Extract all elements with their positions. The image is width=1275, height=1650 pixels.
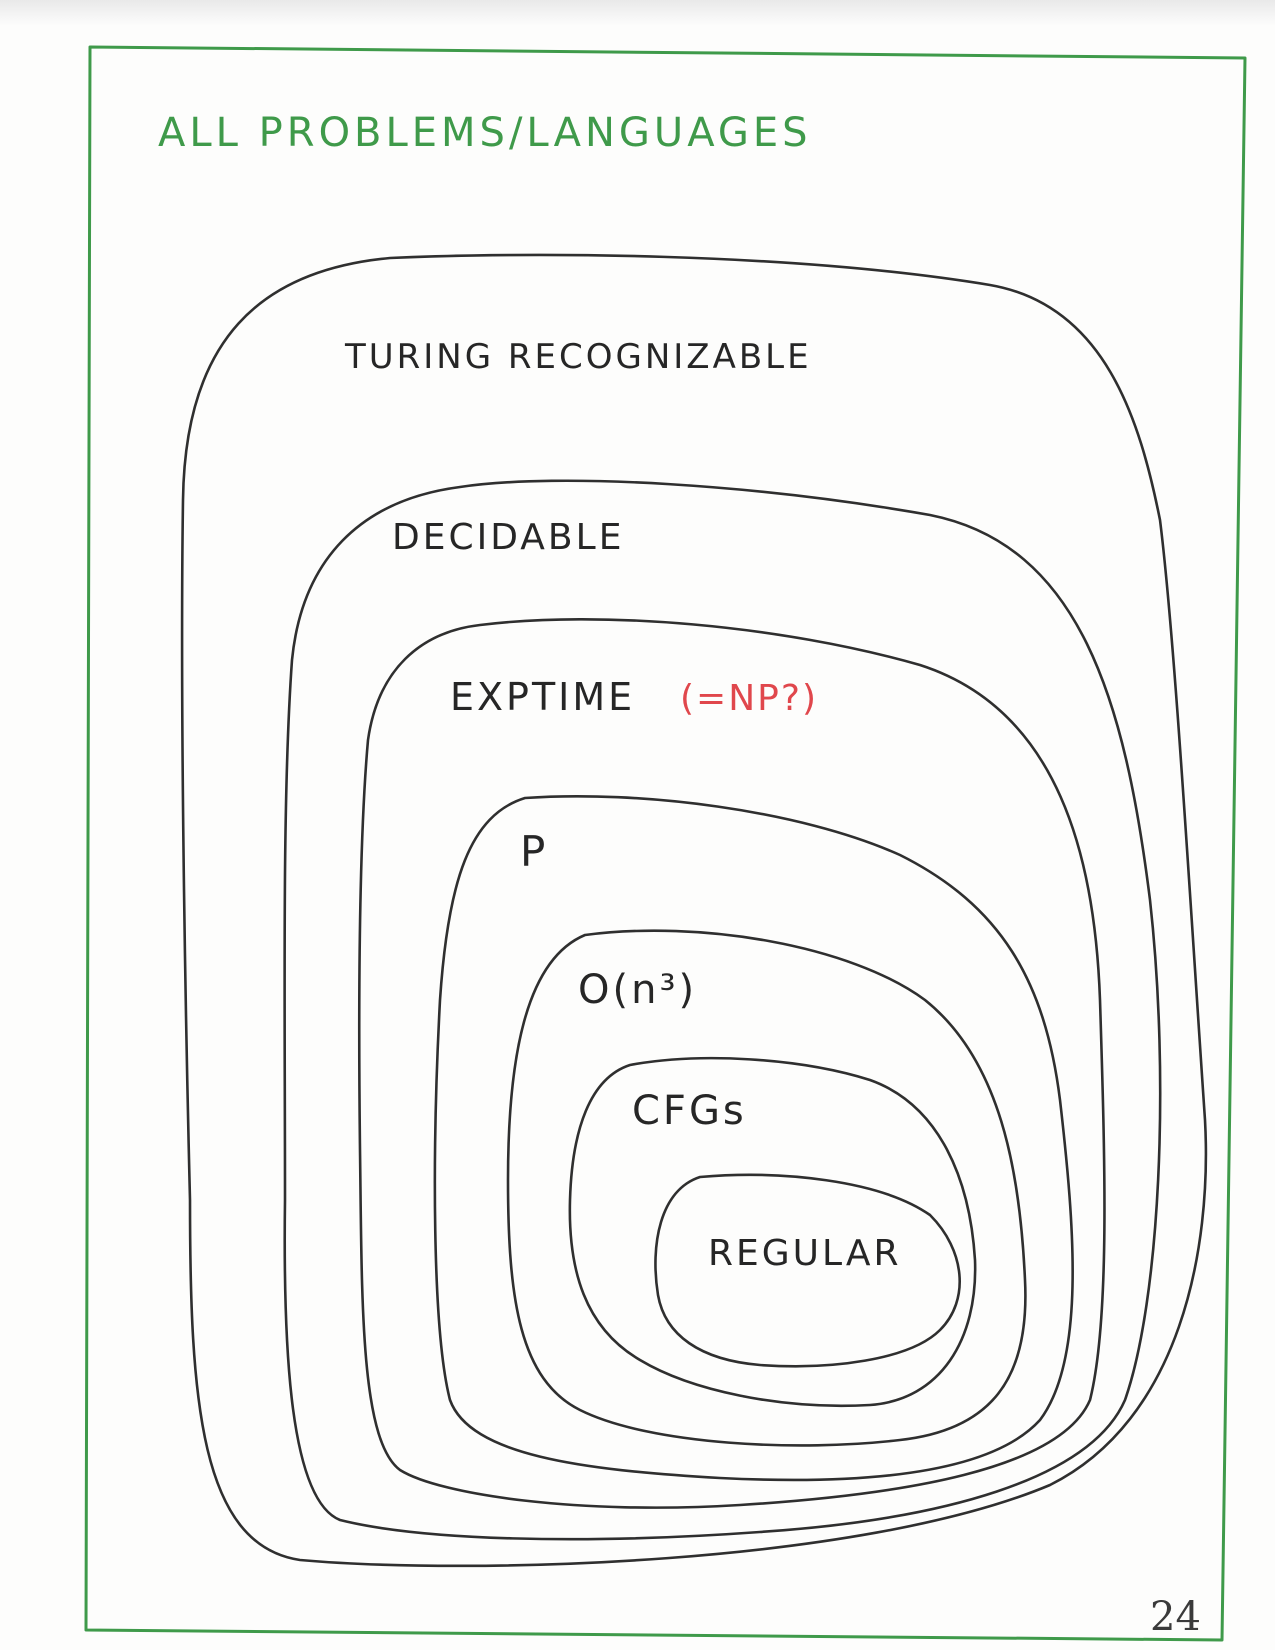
label-exptime: EXPTIME bbox=[450, 675, 635, 719]
universe-frame bbox=[84, 45, 1247, 1642]
label-p: P bbox=[520, 827, 548, 876]
label-o-n-cubed: O(n³) bbox=[578, 967, 697, 1013]
scan-edge bbox=[0, 0, 1275, 26]
label-cfgs: CFGs bbox=[632, 1088, 747, 1134]
region-exptime bbox=[357, 618, 1106, 1509]
region-regular bbox=[654, 1173, 961, 1368]
region-cfgs bbox=[568, 1056, 977, 1408]
diagram-title: ALL PROBLEMS/LANGUAGES bbox=[158, 110, 812, 156]
label-exptime-note: (=NP?) bbox=[680, 678, 818, 719]
region-turing-recognizable bbox=[180, 253, 1208, 1568]
label-turing-recognizable: TURING RECOGNIZABLE bbox=[344, 337, 812, 377]
region-o-n-cubed bbox=[506, 929, 1027, 1447]
label-decidable: DECIDABLE bbox=[392, 517, 624, 558]
region-p bbox=[433, 794, 1074, 1482]
page-number: 24 bbox=[1150, 1594, 1201, 1640]
label-regular: REGULAR bbox=[708, 1233, 902, 1274]
region-decidable bbox=[283, 479, 1162, 1541]
